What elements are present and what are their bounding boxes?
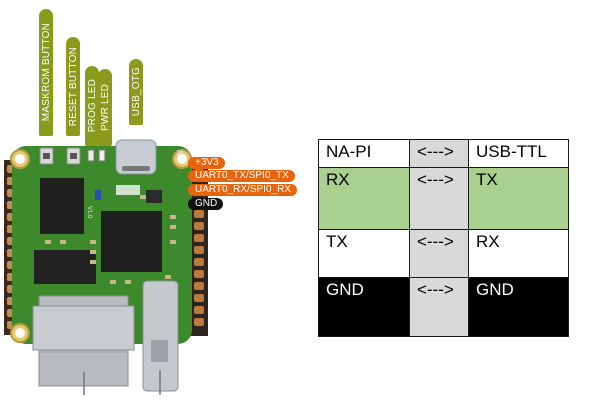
smd-component — [165, 275, 171, 279]
silk-j8: J8 — [176, 150, 184, 157]
blue-component — [95, 190, 101, 200]
smd-component — [60, 240, 66, 244]
header-pin — [194, 306, 204, 314]
usb-otg-callout: USB_OTG — [129, 59, 143, 125]
header-pin — [194, 318, 204, 326]
header-pin — [194, 234, 204, 242]
header-usb-ttl: USB-TTL — [468, 139, 569, 168]
smd-component — [90, 240, 96, 244]
header-pin — [194, 222, 204, 230]
smd-component — [140, 195, 146, 199]
cell-tx: TX — [318, 229, 410, 278]
header-pin — [194, 294, 204, 302]
small-chip — [146, 190, 162, 203]
pwr-led-callout: PWR LED — [98, 69, 112, 146]
pwr-led — [98, 149, 106, 162]
smd-component — [170, 240, 176, 244]
soc-chip — [101, 211, 162, 272]
cell-gnd: GND — [468, 277, 569, 337]
pin-label-3v3: +3V3 — [188, 157, 225, 169]
header-na-pi: NA-PI — [318, 139, 410, 168]
pin-label-uart0-rx: UART0_RX/SPI0_RX — [188, 184, 297, 196]
prog-led-callout: PROG LED — [85, 66, 99, 146]
cell-arrow: <---> — [409, 167, 469, 230]
cell-arrow: <---> — [409, 277, 469, 337]
prog-led — [87, 149, 95, 162]
pin-label-uart0-tx: UART0_TX/SPI0_TX — [188, 170, 295, 182]
eth-phy-chip — [34, 250, 96, 284]
cell-rx: RX — [468, 229, 569, 278]
header-pin — [194, 258, 204, 266]
usb-otg-connector — [115, 139, 157, 175]
cell-gnd: GND — [318, 277, 410, 337]
header-pin — [194, 282, 204, 290]
ethernet-jack — [32, 295, 135, 395]
header-arrow: <---> — [409, 139, 469, 168]
smd-component — [110, 280, 116, 284]
cell-tx: TX — [468, 167, 569, 230]
connection-table: NA-PI <---> USB-TTL RX <---> TX TX <--->… — [318, 139, 569, 337]
flash-chip — [40, 178, 84, 234]
smd-component — [170, 225, 176, 229]
pin-label-gnd: GND — [188, 198, 224, 210]
header-pin — [194, 270, 204, 278]
table-row: TX <---> RX — [318, 229, 569, 278]
silk-version: V1.0 — [86, 206, 92, 219]
table-header-row: NA-PI <---> USB-TTL — [318, 139, 569, 168]
smd-component — [90, 250, 96, 254]
reset-button-callout: RESET BUTTON — [66, 37, 80, 136]
smd-component — [170, 215, 176, 219]
maskrom-button-callout: MASKROM BUTTON — [39, 9, 53, 136]
smd-component — [90, 260, 96, 264]
board-illustration: J8 V1.0 — [4, 139, 208, 395]
cell-rx: RX — [318, 167, 410, 230]
header-pin — [194, 210, 204, 218]
smd-component — [125, 280, 131, 284]
usb-a-jack — [142, 280, 179, 395]
smd-component — [45, 240, 51, 244]
header-pin — [194, 246, 204, 254]
table-row: RX <---> TX — [318, 167, 569, 230]
table-row: GND <---> GND — [318, 277, 569, 337]
cell-arrow: <---> — [409, 229, 469, 278]
